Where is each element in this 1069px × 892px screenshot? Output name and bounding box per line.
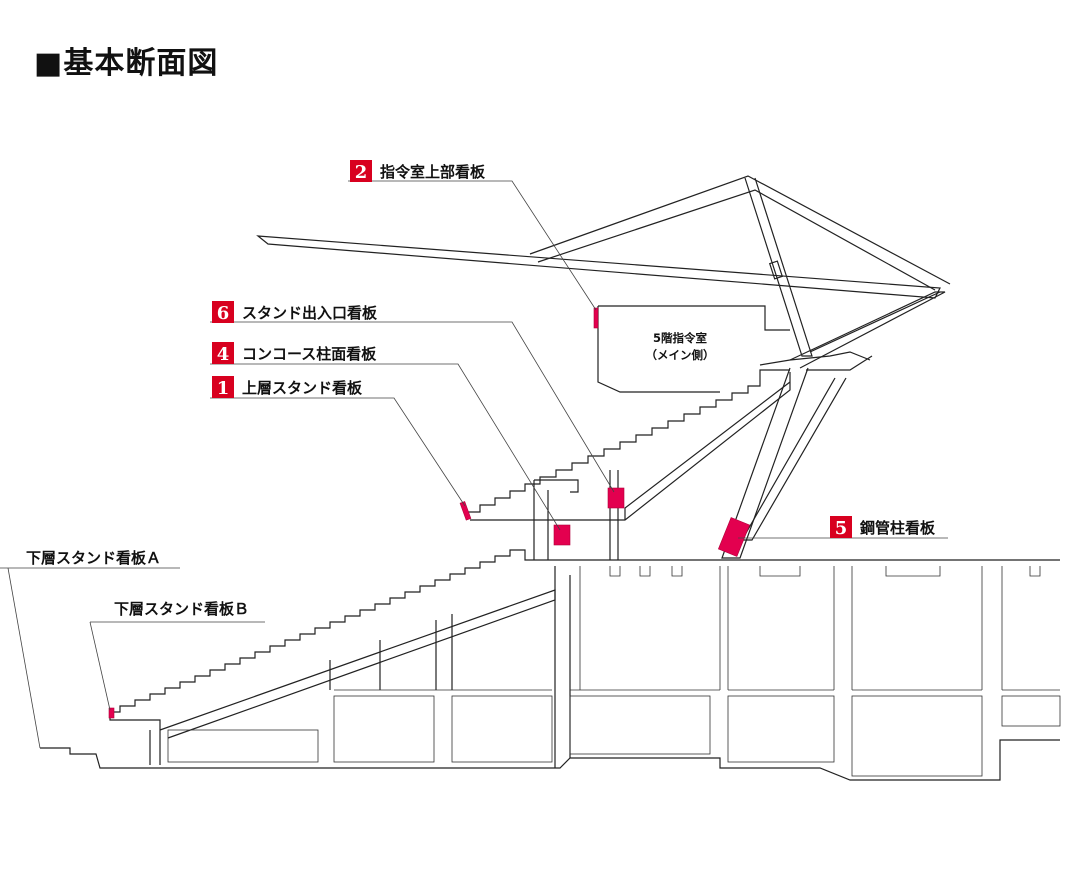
concourse [533, 470, 625, 560]
number-box [212, 376, 234, 398]
callout-number: 5 [835, 518, 848, 539]
lower-stand [108, 549, 556, 765]
callout-sign-a: 下層スタンド看板Ａ [26, 549, 161, 567]
page-title: ■基本断面図 [34, 46, 219, 81]
leader-lines [0, 180, 948, 749]
callout-label: コンコース柱面看板 [242, 345, 377, 363]
ground-structure [40, 559, 1061, 781]
callout-label: 鋼管柱看板 [859, 519, 936, 537]
roof-structure [256, 175, 951, 369]
callout-sign-b: 下層スタンド看板Ｂ [114, 600, 249, 618]
number-box [830, 516, 852, 538]
steel-columns [717, 355, 873, 559]
callout-label: 下層スタンド看板Ａ [26, 549, 161, 567]
callout-number: 4 [217, 344, 230, 365]
room-label-line1: 5階指令室 [653, 331, 708, 345]
callout-label: 下層スタンド看板Ｂ [114, 600, 249, 618]
callout-sign-5: 5 鋼管柱看板 [830, 516, 936, 539]
callout-number: 2 [355, 162, 368, 183]
callout-number: 1 [217, 378, 230, 399]
room-label-line2: （メイン側） [646, 348, 715, 362]
callout-number: 6 [217, 303, 230, 324]
sign-2-marker [593, 307, 599, 329]
sign-b-marker [108, 707, 115, 719]
callout-sign-4: 4 コンコース柱面看板 [212, 342, 377, 365]
callout-label: 指令室上部看板 [380, 163, 486, 181]
callout-sign-2: 2 指令室上部看板 [350, 160, 486, 183]
sign-5-marker [717, 517, 751, 557]
number-box [212, 301, 234, 323]
callout-label: スタンド出入口看板 [242, 304, 378, 322]
callout-label: 上層スタンド看板 [242, 379, 363, 397]
callout-sign-1: 1 上層スタンド看板 [212, 376, 363, 399]
sign-1-marker [459, 501, 472, 521]
number-box [350, 160, 372, 182]
control-room: 5階指令室 （メイン側） [593, 305, 790, 393]
sign-4-marker [553, 524, 571, 546]
callout-sign-6: 6 スタンド出入口看板 [212, 301, 378, 324]
number-box [212, 342, 234, 364]
sign-6-marker [607, 487, 625, 509]
